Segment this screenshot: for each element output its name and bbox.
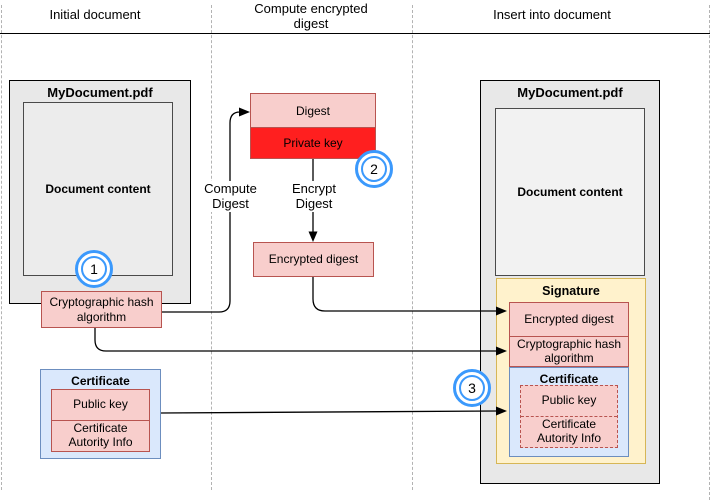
embedded-public-key-cell: Public key — [521, 386, 617, 416]
step-badge-2-number: 2 — [361, 156, 387, 182]
encrypted-digest-label: Encrypted digest — [268, 252, 359, 267]
encrypted-digest-node: Encrypted digest — [253, 242, 374, 277]
lane-divider-2 — [412, 5, 413, 490]
signature-encrypted-digest-cell: Encrypted digest — [510, 303, 628, 336]
embedded-certificate-box: Certificate Public key Certificate Autor… — [509, 367, 629, 457]
lane-header-initial-document: Initial document — [49, 7, 141, 22]
document-content-label: Document content — [45, 182, 151, 196]
embedded-certificate-title: Certificate — [539, 372, 599, 386]
step-badge-3: 3 — [453, 369, 491, 407]
document-content-label: Document content — [517, 185, 623, 199]
embedded-authority-info-cell: Certificate Autority Info — [521, 416, 617, 447]
signed-document-content: Document content — [495, 108, 645, 276]
signed-document-title: MyDocument.pdf — [517, 85, 623, 100]
digest-private-key-node: Digest Private key — [250, 93, 376, 159]
embedded-authority-info-label: Certificate Autority Info — [536, 417, 602, 445]
step-badge-1-number: 1 — [81, 256, 107, 282]
step-badge-1: 1 — [75, 250, 113, 288]
step-badge-3-number: 3 — [459, 375, 485, 401]
initial-document-content: Document content — [23, 102, 173, 276]
embedded-public-key-label: Public key — [541, 393, 597, 408]
digest-section: Digest — [251, 94, 375, 127]
lane-border-right — [709, 5, 710, 500]
certificate-box: Certificate Public key Certificate Autor… — [40, 369, 161, 459]
lane-divider-1 — [211, 5, 212, 490]
hash-algorithm-label: Cryptographic hash algorithm — [49, 295, 154, 324]
certificate-fields: Public key Certificate Autority Info — [51, 389, 150, 452]
embedded-certificate-fields: Public key Certificate Autority Info — [520, 385, 618, 448]
authority-info-label: Certificate Autority Info — [68, 421, 133, 449]
lane-header-insert-into-document: Insert into document — [493, 7, 611, 22]
signature-hash-label: Cryptographic hash algorithm — [516, 336, 622, 365]
compute-digest-edge-label: Compute Digest — [200, 181, 261, 213]
step-badge-2: 2 — [355, 150, 393, 188]
signature-hash-cell: Cryptographic hash algorithm — [510, 336, 628, 366]
authority-info-cell: Certificate Autority Info — [52, 420, 149, 451]
encrypt-digest-edge-label: Encrypt Digest — [287, 181, 341, 213]
signature-encrypted-digest-label: Encrypted digest — [524, 311, 614, 326]
lane-header-rule — [0, 33, 710, 34]
private-key-section: Private key — [251, 127, 375, 158]
public-key-label: Public key — [73, 397, 128, 412]
signature-fields: Encrypted digest Cryptographic hash algo… — [509, 302, 629, 367]
signature-title: Signature — [542, 284, 600, 298]
public-key-cell: Public key — [52, 390, 149, 420]
lane-border-left — [1, 5, 2, 490]
initial-document-title: MyDocument.pdf — [47, 85, 153, 100]
lane-header-compute-encrypted-digest: Compute encrypted digest — [254, 1, 368, 32]
signature-box: Signature Encrypted digest Cryptographic… — [496, 278, 646, 464]
hash-algorithm-node: Cryptographic hash algorithm — [41, 291, 162, 328]
certificate-title: Certificate — [71, 374, 130, 388]
